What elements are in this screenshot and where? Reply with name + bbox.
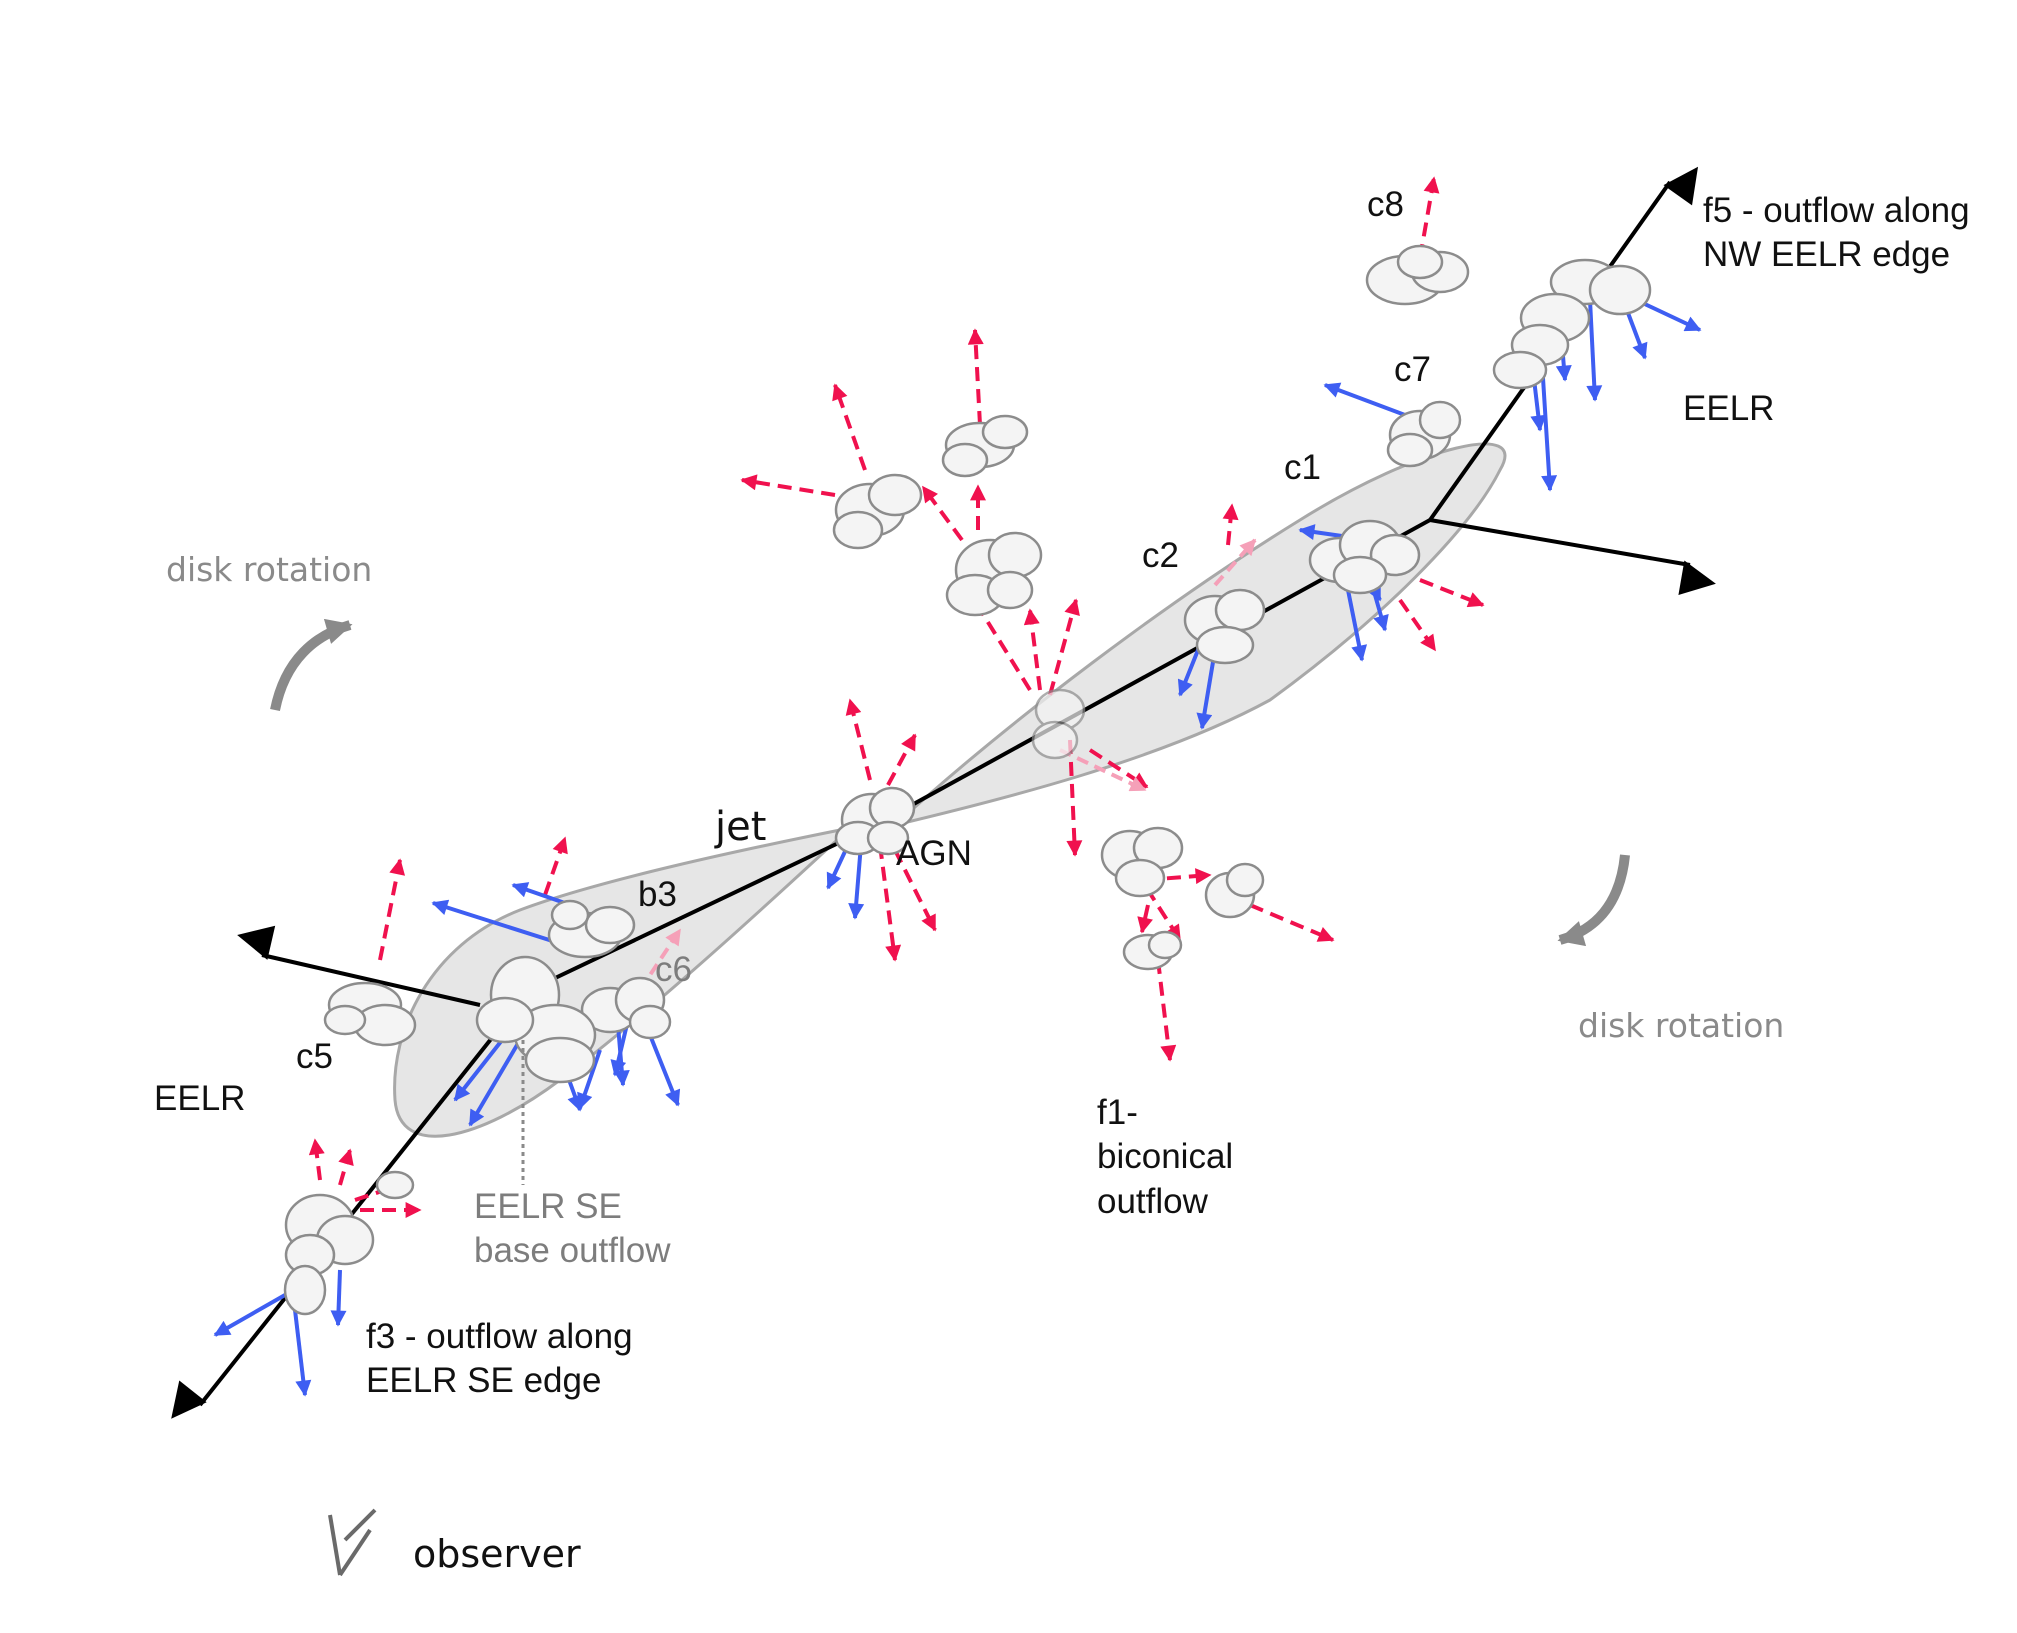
cloud-f1-c: [1122, 930, 1183, 971]
cloud-f1-b: [1204, 862, 1265, 919]
cloud-c6: [580, 976, 672, 1040]
cloud-f1-a: [1100, 826, 1184, 898]
label-f3: f3 - outflow along EELR SE edge: [366, 1317, 633, 1401]
cloud-c2: [1183, 588, 1266, 665]
disk-rotation-arrow-left: [270, 618, 353, 712]
label-disk-rotation-right: disk rotation: [1578, 1006, 1785, 1045]
label-b3: b3: [638, 875, 677, 914]
cloud-agn: [834, 786, 916, 856]
label-c1: c1: [1284, 448, 1321, 487]
cloud-c7: [1386, 400, 1462, 468]
cloud-top-c: [945, 531, 1043, 617]
label-eelr-nw: EELR: [1683, 389, 1775, 428]
cloud-top-b: [941, 414, 1029, 478]
east-axis: [1429, 518, 1716, 595]
label-c2: c2: [1142, 536, 1179, 575]
label-observer: observer: [413, 1532, 581, 1576]
jet-se: [529, 826, 871, 992]
label-c8: c8: [1367, 185, 1404, 224]
cloud-b3: [547, 899, 636, 959]
gas-clouds: [283, 244, 1652, 1316]
label-c6: c6: [655, 950, 692, 989]
disk-rotation-arrow-right: [1557, 854, 1630, 947]
cloud-c8: [1365, 244, 1470, 306]
label-c5: c5: [296, 1037, 333, 1076]
cloud-c5: [323, 981, 417, 1047]
west-axis: [237, 925, 481, 1007]
label-f5: f5 - outflow along NW EELR edge: [1703, 191, 1970, 275]
cloud-mid: [1031, 688, 1086, 760]
cloud-se-base: [475, 955, 597, 1084]
observer-eye-icon: [328, 1508, 377, 1577]
label-jet: jet: [715, 804, 767, 850]
cloud-f5: [1492, 258, 1652, 390]
cloud-top-a: [832, 473, 923, 550]
cloud-f3: [283, 1170, 415, 1316]
label-eelr-se: EELR: [154, 1079, 246, 1118]
label-c7: c7: [1394, 350, 1431, 389]
label-eelr-se-base: EELR SE base outflow: [474, 1187, 671, 1271]
cloud-c1: [1308, 519, 1421, 595]
label-f1: f1- biconical outflow: [1097, 1093, 1234, 1221]
label-disk-rotation-left: disk rotation: [166, 550, 373, 589]
label-agn: AGN: [896, 834, 972, 873]
faint-redshift-arrows: [638, 538, 1257, 992]
disk-rotation-arrows: [270, 618, 1630, 947]
